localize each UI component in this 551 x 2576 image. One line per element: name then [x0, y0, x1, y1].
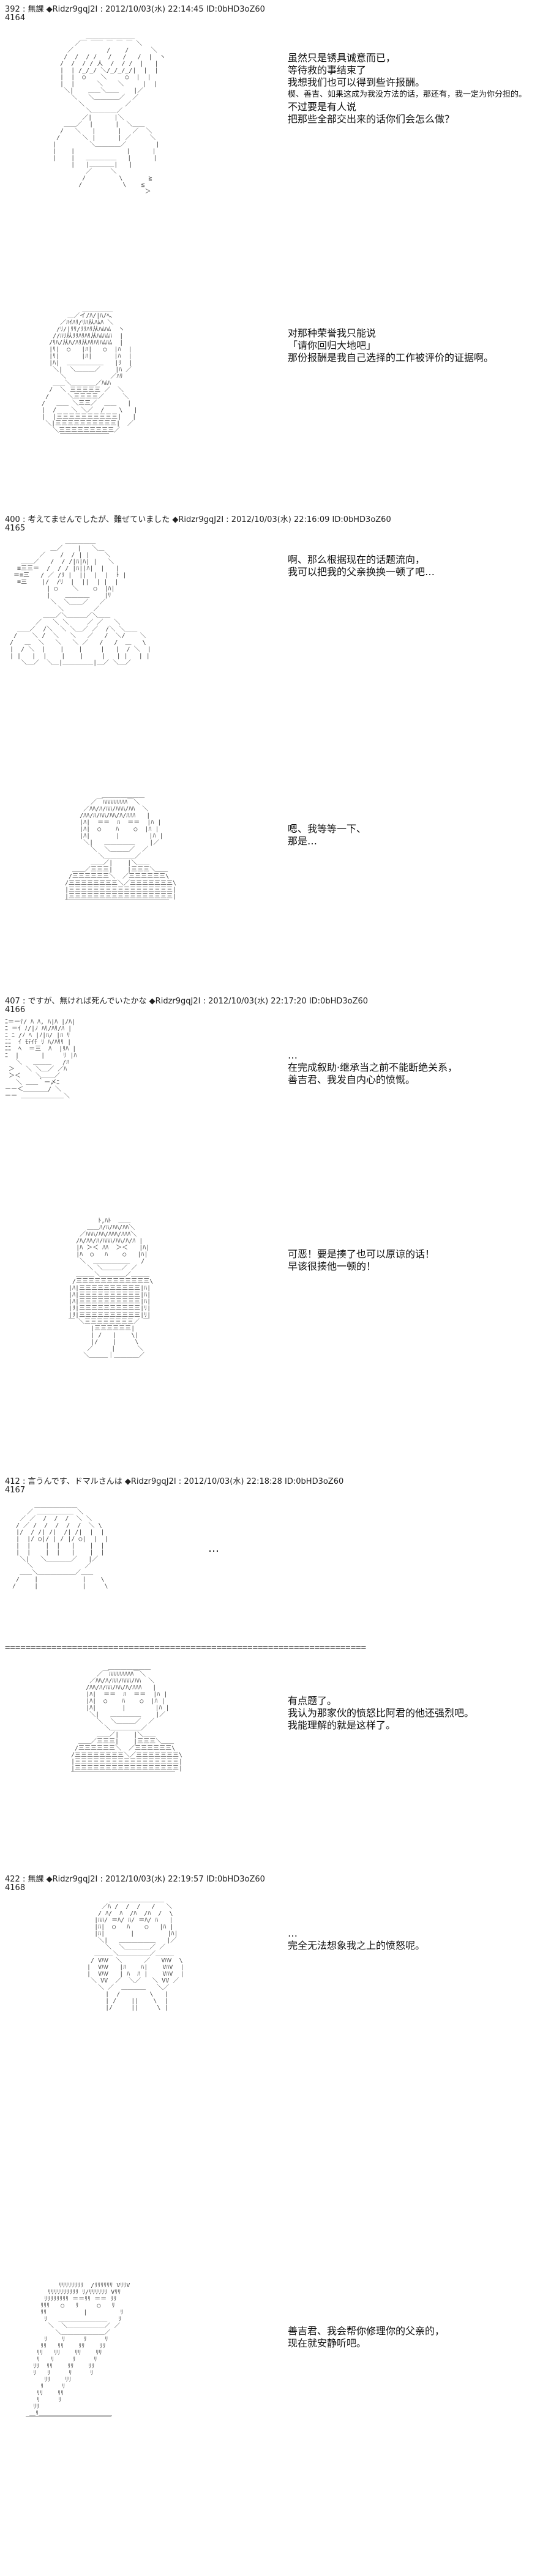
dialogue-line: 嗯、我等等一下、 [288, 823, 367, 835]
ascii-art-character: ＿＿＿＿＿＿＿ ／￣ﾊﾊﾊﾊﾊﾊﾊﾊ￣＼ ／ﾊﾊ/ﾊ/ﾊﾊ/ﾊﾊﾊ/ﾊﾊ ＼ /… [71, 1664, 183, 1779]
dialogue-line: 现在就安静听吧。 [288, 2337, 367, 2349]
post-header: 422 : 無課 ◆Ridzr9gqJ2I : 2012/10/03(水) 22… [5, 1875, 265, 1884]
post-number: 4168 [5, 1883, 26, 1893]
post-header: 400 : 考えてませんでしたが、難ぜていました ◆Ridzr9gqJ2I : … [5, 515, 391, 524]
dialogue-line: 我可以把我的父亲换换一顿了吧… [288, 566, 435, 578]
dialogue-block: 可恶！要是揍了也可以原谅的话！ 早该很揍他一顿的！ [288, 1248, 435, 1273]
dialogue-line: 对那种荣誉我只能说 [288, 327, 377, 339]
ascii-art-character: ＿＿＿＿＿ ＿／ | ＼＿ ／ / / | | ＼ ＿＿／ / / /|ﾊ|ﾊ|… [10, 538, 151, 666]
dialogue-line: 有点题了。 [288, 1695, 337, 1707]
dialogue-block: … 在完成叙助·继承当之前不能断绝关系， 善吉君、我发自内心的愤慨。 [288, 1049, 457, 1086]
post-number: 4166 [5, 1005, 26, 1014]
dialogue-line: 早该很揍他一顿的！ [288, 1260, 377, 1272]
dialogue-line: 我想我们也可以得到些许报酬。 [288, 76, 425, 88]
dialogue-line: 我认为那家伙的愤怒比阿君的他还强烈吧。 [288, 1707, 474, 1719]
post-header: 392 : 無課 ◆Ridzr9gqJ2I : 2012/10/03(水) 22… [5, 5, 265, 14]
dialogue-line: … [288, 1927, 298, 1939]
dialogue-block: 啊、那么根据现在的话题流向， 我可以把我的父亲换换一顿了吧… [288, 554, 435, 578]
dialogue-line: 那份报酬是我自己选择的工作被评价的证据啊。 [288, 352, 494, 363]
dialogue-line: 完全无法想象我之上的愤怒呢。 [288, 1940, 425, 1951]
dialogue-line: 那是… [288, 835, 318, 847]
dialogue-block: 善吉君、我会帮你修理你的父亲的， 现在就安静听吧。 [288, 2325, 444, 2350]
post-header: 407 : ですが、無ければ死んでいたかな ◆Ridzr9gqJ2I : 201… [5, 997, 369, 1006]
dialogue-line: 等待救的事结束了 [288, 64, 367, 76]
dialogue-line: 虽然只是锈具诚意而已， [288, 52, 396, 64]
dialogue-block: … 完全无法想象我之上的愤怒呢。 [288, 1927, 425, 1952]
ascii-art-character: ＿＿＿＿＿ ＿／イ/ﾊ/|ﾊ/ﾍ、 ／ﾊｲﾊﾘ/ﾘﾊ从ﾊﾑﾊ ＼ /ﾘ/|ﾘﾘ/… [42, 306, 138, 441]
ascii-art-character: ＿＿＿＿＿＿＿ ／ ＿＿＿＿＿＿ ＼ ／ ／ / / / ＼ ＼ / ／ / /… [12, 1502, 108, 1590]
dialogue-line: 可恶！要是揍了也可以原谅的话！ [288, 1248, 435, 1260]
post-number: 4167 [5, 1486, 26, 1495]
post-number: 4164 [5, 13, 26, 23]
ascii-art-character: ＿＿＿＿＿＿＿ ／￣ﾊﾊﾊﾊﾊﾊﾊﾊ￣＼ ／ﾊﾊ/ﾊ/ﾊﾊ/ﾊﾊﾊ/ﾊﾊ ＼ /… [65, 792, 177, 907]
dialogue-line: 我能理解的就是这样了。 [288, 1719, 396, 1731]
dialogue-block: 对那种荣誉我只能说 「请你回归大地吧」 那份报酬是我自己选择的工作被评价的证据啊… [288, 327, 493, 364]
dialogue-line: … [288, 1049, 298, 1061]
ascii-art-character: ﾆ＝ーﾃ/ ﾊ ﾊ, ﾊ|ﾊ |/ﾊ| ﾆ ＝ｲ ﾉ/|ﾉ ﾊﾘ/ﾊﾘ/ﾊ | … [5, 1019, 77, 1100]
dialogue-line: 楔、善吉、如果这成为我没方法的话，那还有，我一定为你分担的。 [288, 90, 527, 99]
ascii-art-character: ＿＿＿＿＿＿＿＿ ／￣ ￣￣ ￣ ￣ ￣ ＼ ／ / / ＼ / / / / /… [53, 34, 166, 195]
ascii-art-character: ﾘﾘﾘﾘﾘﾘﾘﾘ /ﾘﾘﾘﾘﾘﾘ VﾘﾘV ﾘﾘﾘﾘﾘﾘﾘﾘﾘﾘ ﾘ/ﾘﾘﾘﾘﾘ… [26, 2282, 130, 2424]
post-header: 412 : 言うんです、ドマルさんは ◆Ridzr9gqJ2I : 2012/1… [5, 1477, 344, 1486]
ascii-art-character: ＿＿＿＿＿＿＿＿＿ ／ﾊ / / / / ＼ / ﾊ/ ﾊ /ﾊ /ﾊ / \ … [87, 1897, 184, 2011]
post-number: 4165 [5, 524, 26, 533]
dialogue-line: 善吉君、我发自内心的愤慨。 [288, 1074, 416, 1085]
dialogue-block: 嗯、我等等一下、 那是… [288, 823, 366, 847]
dialogue-line: 不过要是有人说 [288, 101, 357, 113]
dialogue-line: 在完成叙助·继承当之前不能断绝关系， [288, 1062, 458, 1073]
dialogue-block: 有点题了。 我认为那家伙的愤怒比阿君的他还强烈吧。 我能理解的就是这样了。 [288, 1695, 474, 1732]
section-divider: ========================================… [5, 1643, 367, 1653]
dialogue-line: 把那些全部交出来的话你们会怎么做？ [288, 113, 455, 125]
ellipsis-text: … [208, 1542, 219, 1555]
dialogue-block: 虽然只是锈具诚意而已， 等待救的事结束了 我想我们也可以得到些许报酬。 楔、善吉… [288, 52, 527, 125]
dialogue-line: 「请你回归大地吧」 [288, 340, 377, 351]
ascii-art-character: ﾄ,ﾊﾄ ＿＿ ＿＿ﾊ/ﾊ/ﾊﾊ/ﾊﾊ＼ ／ﾊﾊﾊ/ﾊﾊ/ﾊﾊﾊ/ﾊﾊﾊ＼ /ﾊ… [69, 1218, 154, 1359]
dialogue-line: 善吉君、我会帮你修理你的父亲的， [288, 2325, 445, 2337]
dialogue-line: 啊、那么根据现在的话题流向， [288, 554, 425, 565]
